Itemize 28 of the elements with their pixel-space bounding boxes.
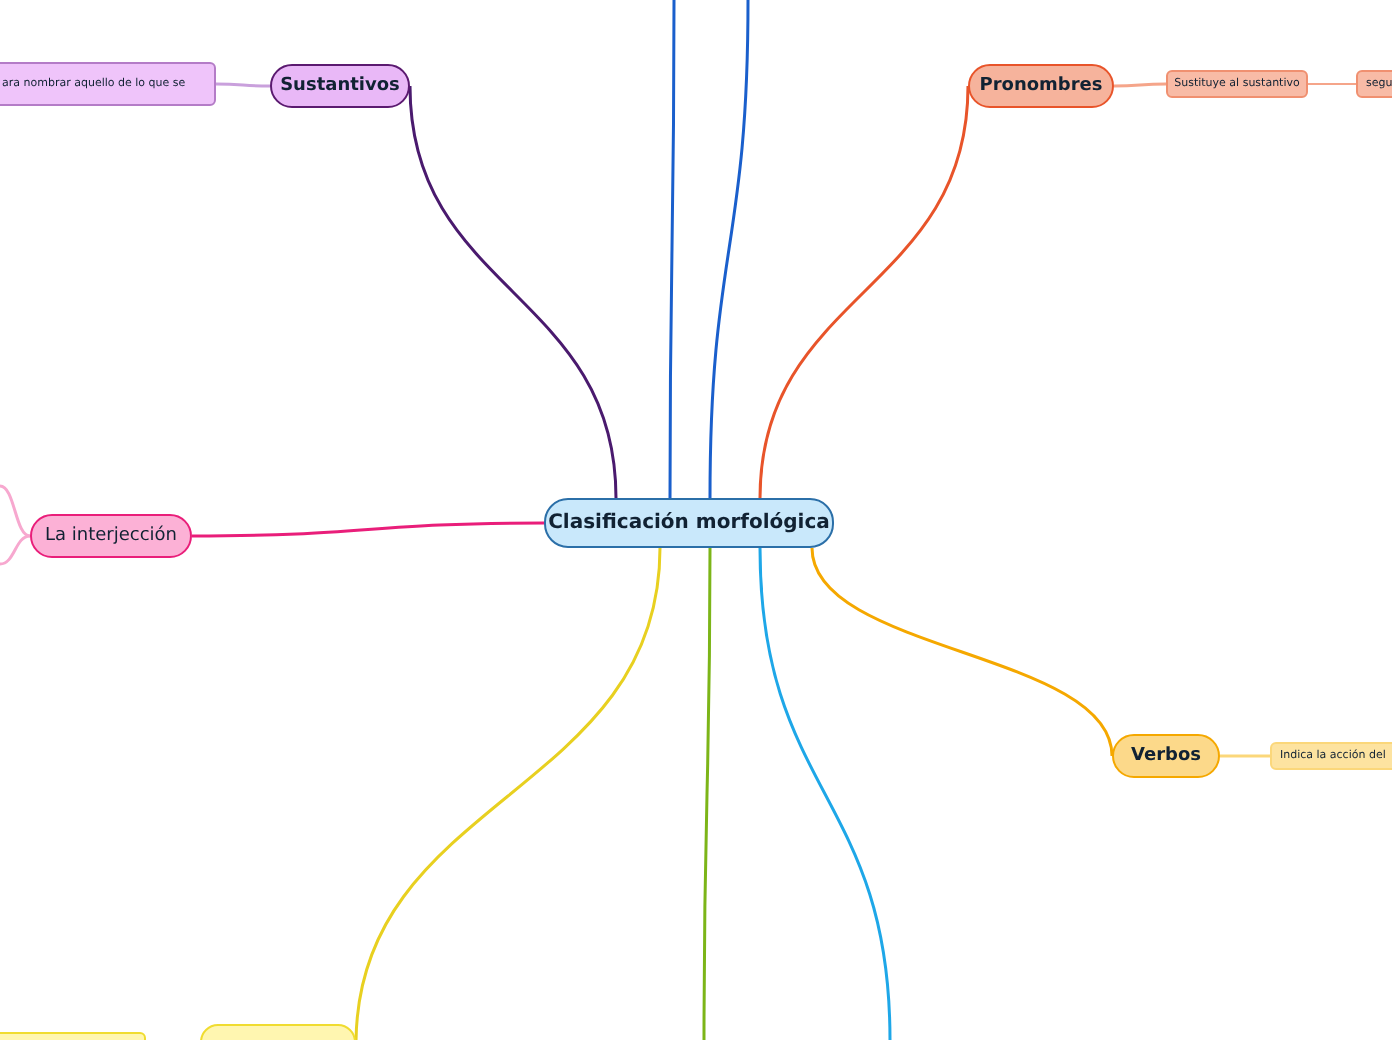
connector-line <box>0 534 31 566</box>
connector-line <box>216 82 270 88</box>
topic-box <box>1112 734 1220 778</box>
connector-line <box>810 547 1114 757</box>
connector-line <box>0 484 31 538</box>
connector-line <box>708 0 750 498</box>
topic-box <box>968 64 1114 108</box>
topic-label: Sustantivos <box>280 76 400 96</box>
connector-line <box>354 547 662 1040</box>
topic-box <box>1166 70 1308 98</box>
connector-line <box>1114 82 1166 88</box>
topic-box <box>270 64 410 108</box>
connector-line <box>1307 83 1357 85</box>
connector-line <box>758 547 892 1040</box>
connector-line <box>192 521 544 538</box>
topic-label: Pronombres <box>979 76 1103 96</box>
topic-label: La interjección <box>44 526 177 546</box>
connector-line <box>1220 754 1270 758</box>
topic-box <box>544 498 834 548</box>
topic-box <box>30 514 192 558</box>
topic-label: Clasificación morfológica <box>548 512 830 534</box>
topic-label: Verbos <box>1131 746 1201 766</box>
connector-line <box>408 85 618 499</box>
connector-line <box>668 0 676 498</box>
connector-line <box>702 548 712 1040</box>
topic-box <box>1270 742 1392 770</box>
topic-box <box>0 62 216 106</box>
connector-line <box>758 85 970 499</box>
